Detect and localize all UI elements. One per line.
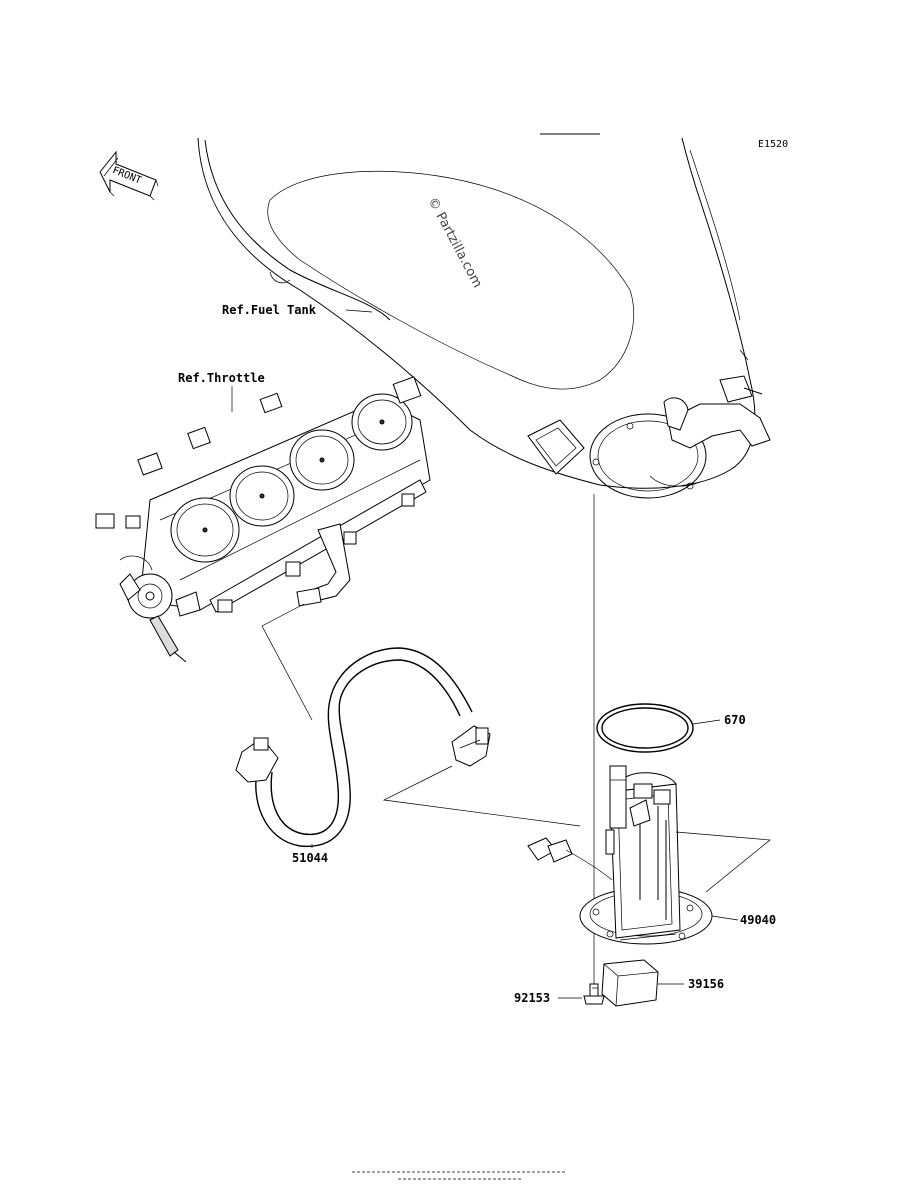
fuel-tank <box>197 133 771 499</box>
part-label-670: 670 <box>724 713 746 727</box>
flange-bolt <box>583 983 605 1005</box>
ref-fuel-tank-label: Ref.Fuel Tank <box>222 303 317 317</box>
fuel-pump <box>527 765 713 945</box>
part-label-49040: 49040 <box>740 913 776 927</box>
part-label-39156: 39156 <box>688 977 724 991</box>
diagram-code: E1520 <box>758 139 788 150</box>
fuel-hose <box>235 647 491 847</box>
part-label-92153: 92153 <box>514 991 550 1005</box>
ref-throttle-label: Ref.Throttle <box>178 371 265 385</box>
gasket-ring <box>596 703 694 753</box>
front-arrow-icon: FRONT <box>99 150 159 201</box>
footer-fine-print <box>352 1171 566 1180</box>
rubber-pad <box>601 959 659 1007</box>
part-label-51044: 51044 <box>292 851 328 865</box>
throttle-body <box>95 376 431 663</box>
watermark: © Partzilla.com <box>424 195 484 291</box>
